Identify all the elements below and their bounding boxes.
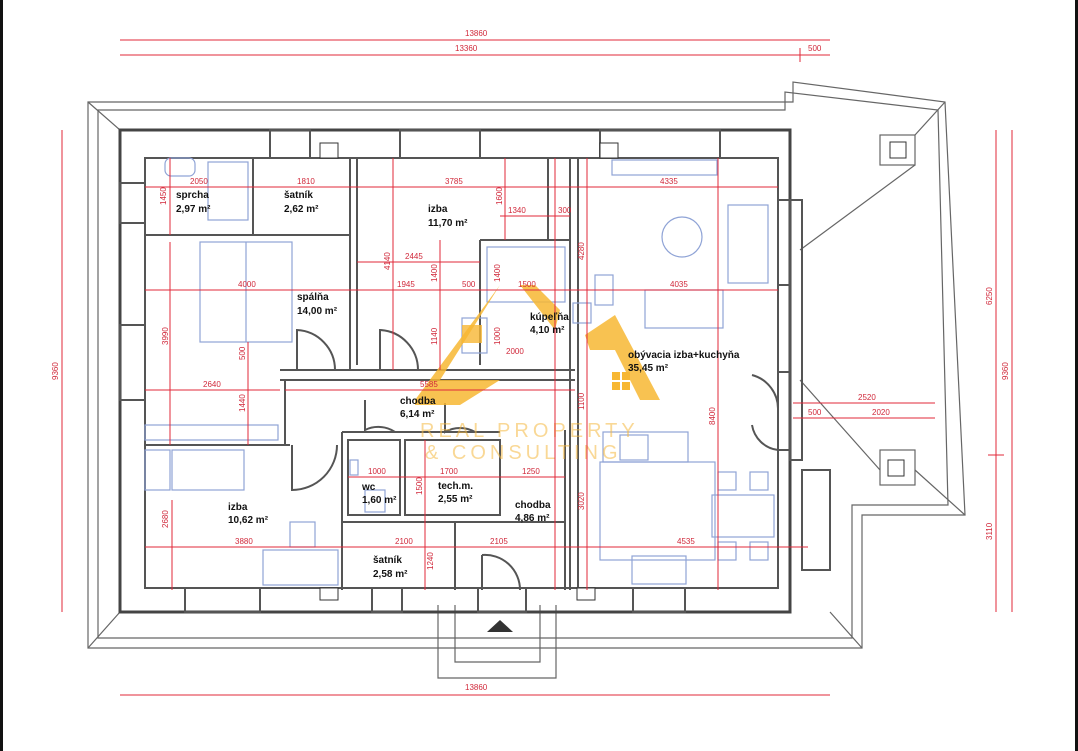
dim-label: 2680 [161, 510, 170, 528]
svg-text:šatník: šatník [284, 190, 313, 201]
dim-label: 1500 [518, 280, 536, 289]
svg-text:2,62 m²: 2,62 m² [284, 204, 319, 215]
dim-label: 2020 [872, 408, 890, 417]
svg-text:obývacia izba+kuchyňa: obývacia izba+kuchyňa [628, 350, 740, 361]
dim-label: 1000 [368, 467, 386, 476]
dim-label: 1450 [159, 187, 168, 205]
svg-text:šatník: šatník [373, 555, 402, 566]
watermark-logo: REAL PROPERTY & CONSULTING [415, 285, 660, 464]
dim-label: 1100 [577, 392, 586, 410]
dim-label: 3785 [445, 177, 463, 186]
dim-label: 500 [808, 44, 822, 53]
room-chodba-2: chodba 4,86 m² [515, 500, 551, 524]
doors [291, 328, 780, 591]
dim-label: 1140 [430, 327, 439, 345]
room-obyvacia-izba-kuchyna: obývacia izba+kuchyňa 35,45 m² [628, 350, 740, 374]
dimension-labels: 13860 13360 500 13860 9360 6250 9360 311… [51, 29, 1010, 692]
dim-label: 8400 [708, 407, 717, 425]
dim-label: 1500 [415, 477, 424, 495]
room-satnik-1: šatník 2,62 m² [284, 190, 319, 215]
dim-label: 1810 [297, 177, 315, 186]
svg-text:4,10 m²: 4,10 m² [530, 325, 565, 336]
dim-label: 2640 [203, 380, 221, 389]
svg-text:chodba: chodba [515, 500, 551, 511]
svg-text:tech.m.: tech.m. [438, 481, 473, 492]
windows [119, 129, 791, 613]
dim-label: 1250 [522, 467, 540, 476]
room-kupelna: kúpeľňa 4,10 m² [530, 312, 569, 336]
dim-label: 2000 [506, 347, 524, 356]
entrance-arrow-icon [487, 620, 513, 632]
room-wc: wc 1,60 m² [361, 482, 397, 506]
dim-label: 2445 [405, 252, 423, 261]
svg-text:11,70 m²: 11,70 m² [428, 218, 468, 229]
room-labels: sprcha 2,97 m² šatník 2,62 m² izba 11,70 m²… [176, 190, 740, 580]
svg-text:14,00 m²: 14,00 m² [297, 306, 338, 317]
dim-label: 3110 [985, 522, 994, 540]
dim-label: 4000 [238, 280, 256, 289]
room-chodba-1: chodba 6,14 m² [400, 396, 436, 420]
room-tech-m: tech.m. 2,55 m² [438, 481, 473, 505]
dim-label: 3880 [235, 537, 253, 546]
dim-label: 3020 [577, 492, 586, 510]
dim-label: 500 [462, 280, 476, 289]
dim-label: 4280 [577, 242, 586, 260]
dim-label: 1400 [493, 264, 502, 282]
dim-label: 4335 [660, 177, 678, 186]
svg-text:izba: izba [228, 502, 248, 513]
dim-label: 1700 [440, 467, 458, 476]
dim-label: 1400 [430, 264, 439, 282]
dim-label: 2100 [395, 537, 413, 546]
roof-outline [87, 81, 966, 679]
svg-text:4,86 m²: 4,86 m² [515, 513, 550, 524]
dim-label: 1240 [426, 552, 435, 570]
dim-label: 300 [558, 206, 572, 215]
dimension-lines [61, 39, 1013, 696]
dim-label: 1945 [397, 280, 415, 289]
dim-label: 6250 [985, 287, 994, 305]
dim-label: 4535 [677, 537, 695, 546]
dim-label: 2520 [858, 393, 876, 402]
dim-label: 1600 [495, 187, 504, 205]
watermark-line1: REAL PROPERTY [420, 420, 639, 442]
dim-label: 13860 [465, 29, 488, 38]
room-satnik-2: šatník 2,58 m² [373, 555, 408, 580]
dim-label: 2105 [490, 537, 508, 546]
left-edge [0, 0, 3, 751]
dim-label: 2050 [190, 177, 208, 186]
dim-label: 5585 [420, 380, 438, 389]
svg-text:2,55 m²: 2,55 m² [438, 494, 473, 505]
dim-label: 13360 [455, 44, 478, 53]
svg-text:1,60 m²: 1,60 m² [362, 495, 397, 506]
svg-text:chodba: chodba [400, 396, 436, 407]
svg-text:35,45 m²: 35,45 m² [628, 363, 669, 374]
watermark-line2: & CONSULTING [425, 442, 622, 464]
svg-text:2,97 m²: 2,97 m² [176, 204, 211, 215]
svg-text:spálňa: spálňa [297, 292, 329, 303]
svg-text:2,58 m²: 2,58 m² [373, 569, 408, 580]
dim-label: 9360 [1001, 362, 1010, 380]
dim-label: 1440 [238, 394, 247, 412]
svg-text:wc: wc [361, 482, 376, 493]
dim-label: 4035 [670, 280, 688, 289]
right-edge [1075, 0, 1078, 751]
dim-label: 1340 [508, 206, 526, 215]
room-izba-2: izba 10,62 m² [228, 502, 269, 526]
dim-label: 500 [238, 346, 247, 360]
svg-text:izba: izba [428, 204, 448, 215]
svg-text:10,62 m²: 10,62 m² [228, 515, 269, 526]
svg-text:sprcha: sprcha [176, 190, 209, 201]
dim-label: 1000 [493, 327, 502, 345]
svg-text:6,14 m²: 6,14 m² [400, 409, 435, 420]
room-sprcha: sprcha 2,97 m² [176, 190, 211, 215]
dim-label: 500 [808, 408, 822, 417]
dim-label: 13860 [465, 683, 488, 692]
dim-label: 3990 [161, 327, 170, 345]
svg-text:kúpeľňa: kúpeľňa [530, 312, 569, 323]
dim-label: 9360 [51, 362, 60, 380]
room-spalna: spálňa 14,00 m² [297, 292, 338, 317]
dim-label: 4140 [383, 252, 392, 270]
room-izba-1: izba 11,70 m² [428, 204, 468, 229]
walls [118, 128, 831, 614]
